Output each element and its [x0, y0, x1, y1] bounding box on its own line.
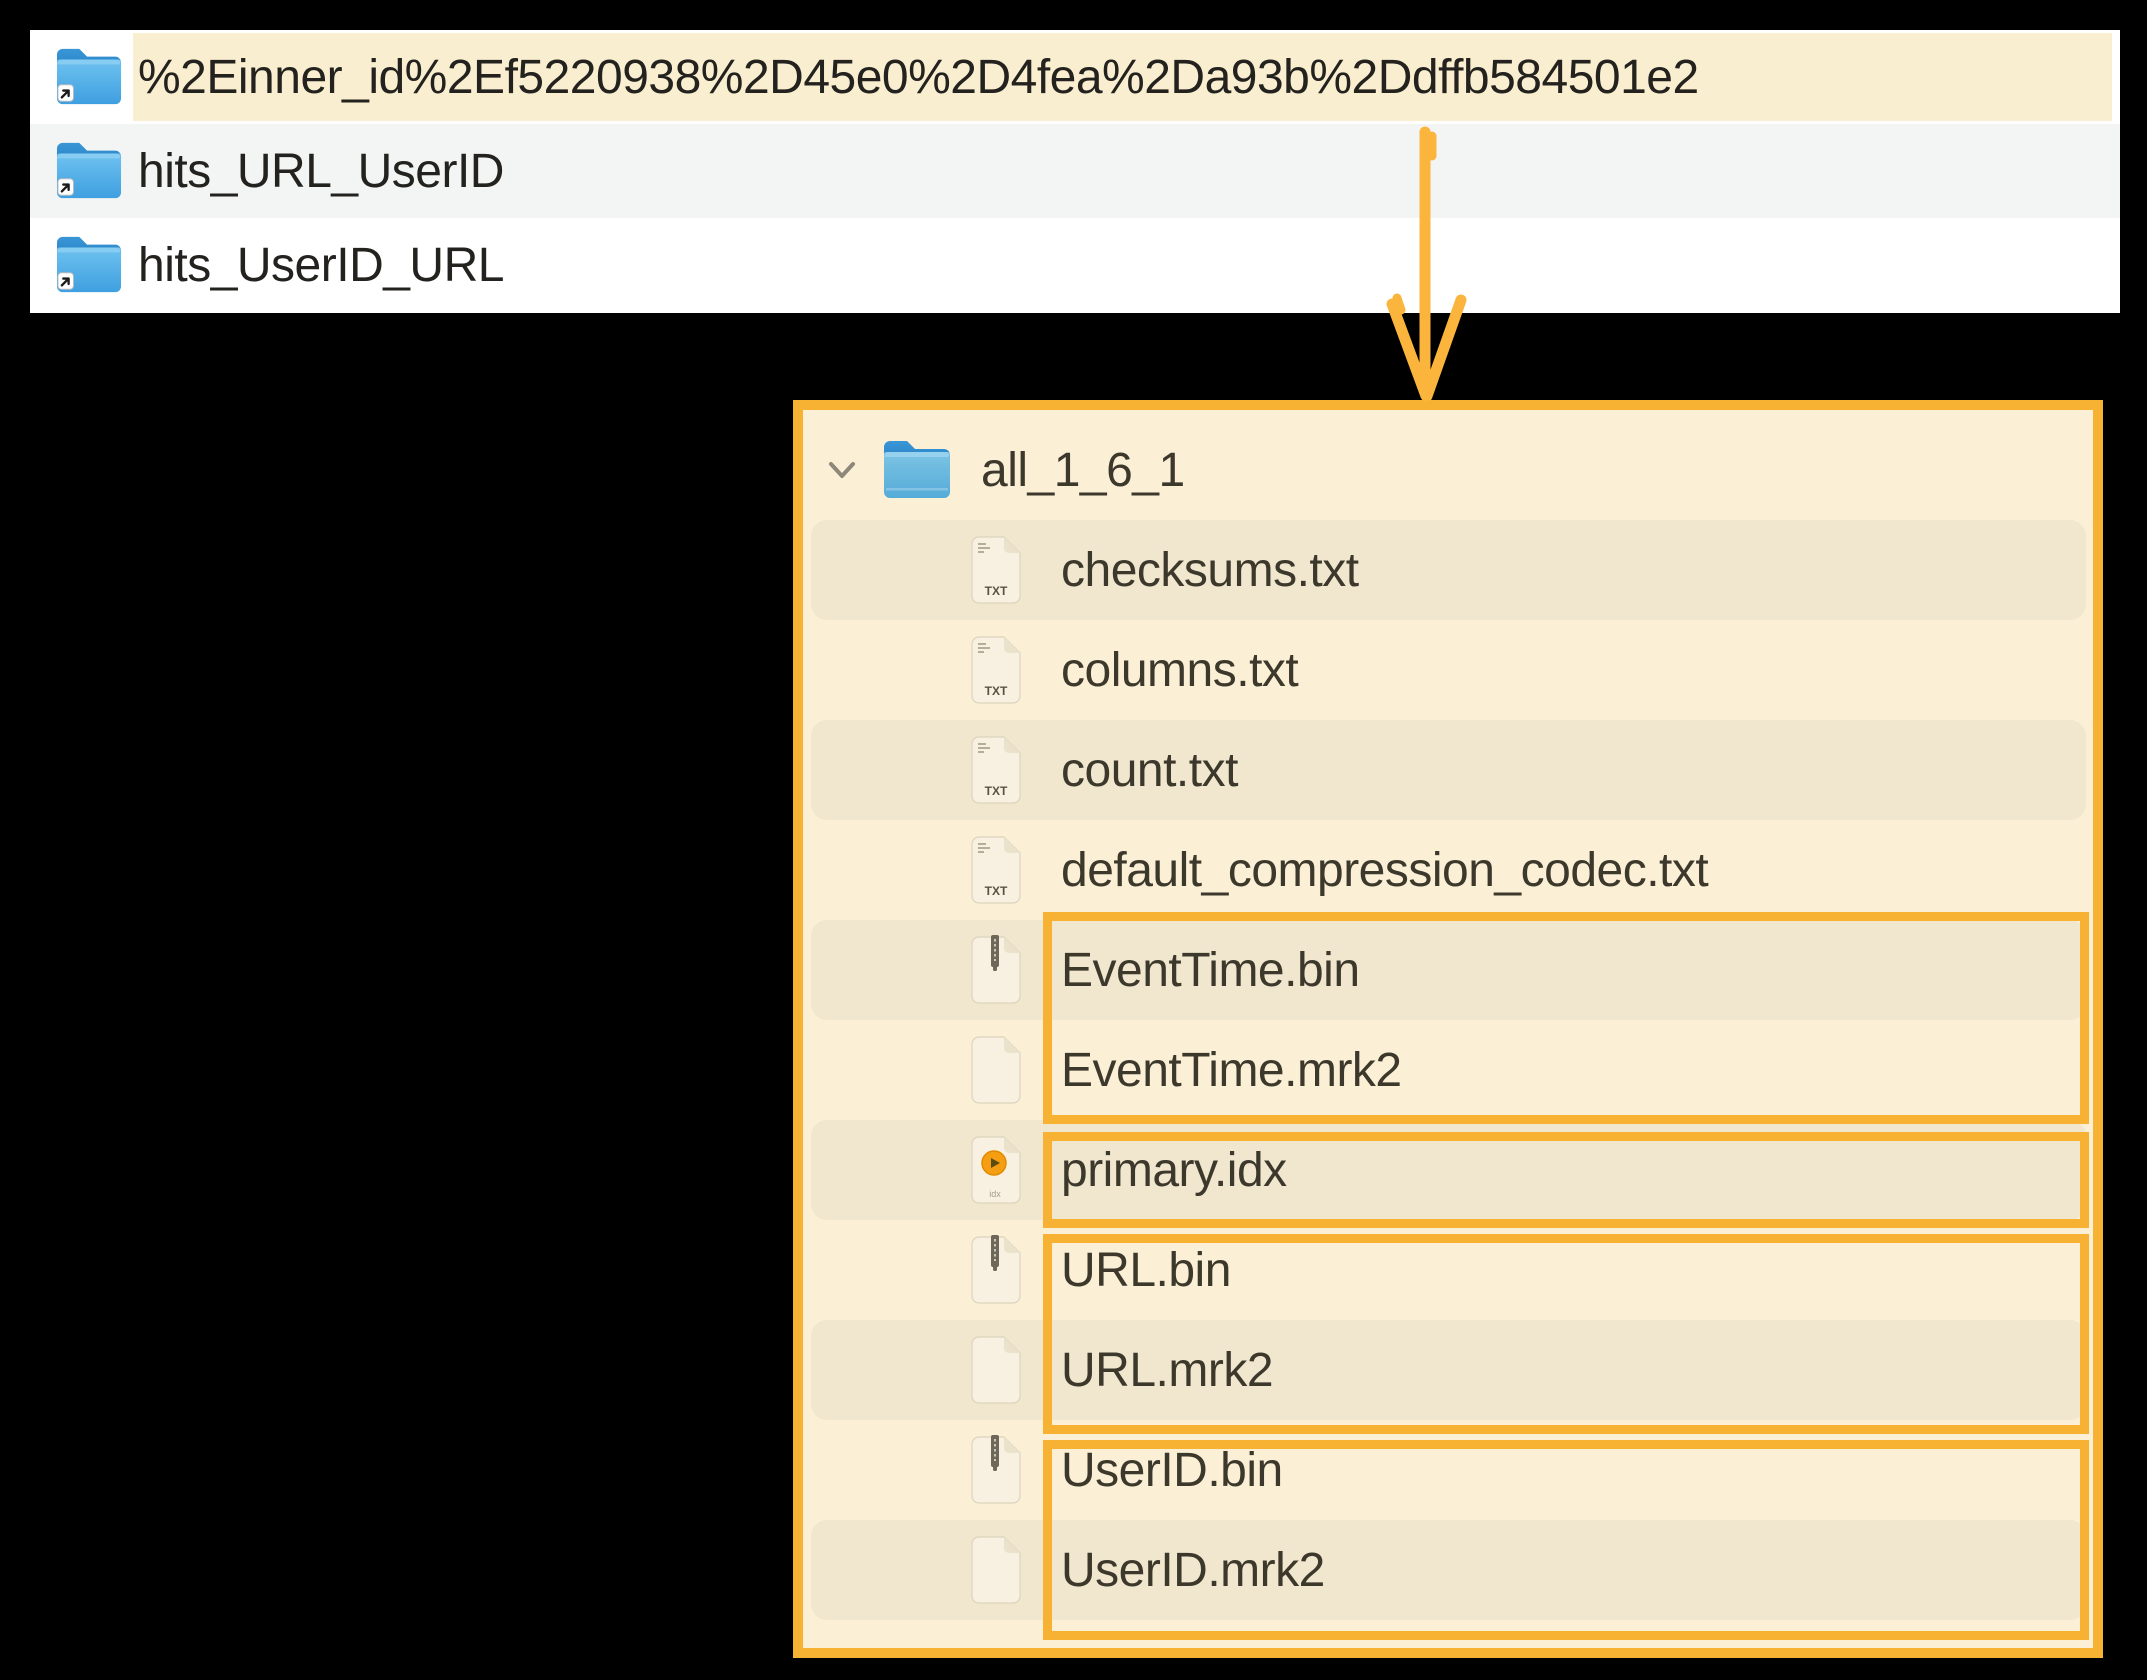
folder-tree: all_1_6_1 TXT checksums.txt TXT columns.… [803, 420, 2093, 1620]
file-name: URL.bin [1061, 1243, 1231, 1297]
tree-row-file[interactable]: EventTime.bin [811, 920, 2086, 1020]
data-part-panel: all_1_6_1 TXT checksums.txt TXT columns.… [793, 400, 2103, 1658]
txt-file-icon: TXT [967, 735, 1025, 805]
finder-row-inner-id[interactable]: %2Einner_id%2Ef5220938%2D45e0%2D4fea%2Da… [30, 30, 2120, 124]
folder-icon [884, 441, 950, 498]
tree-row-file[interactable]: TXT checksums.txt [811, 520, 2086, 620]
tree-row-file[interactable]: TXT count.txt [811, 720, 2086, 820]
bin-file-icon [967, 935, 1025, 1005]
tree-row-file[interactable]: UserID.mrk2 [811, 1520, 2086, 1620]
tree-row-file[interactable]: TXT columns.txt [811, 620, 2086, 720]
txt-file-icon: TXT [967, 835, 1025, 905]
tree-row-file[interactable]: URL.mrk2 [811, 1320, 2086, 1420]
bin-file-icon [967, 1235, 1025, 1305]
finder-row-hits-userid-url[interactable]: hits_UserID_URL [30, 218, 2120, 312]
folder-alias-icon [55, 141, 123, 200]
svg-text:TXT: TXT [985, 684, 1008, 698]
chevron-down-icon[interactable] [827, 458, 857, 482]
tree-row-file[interactable]: URL.bin [811, 1220, 2086, 1320]
file-name: columns.txt [1061, 643, 1299, 697]
svg-text:TXT: TXT [985, 584, 1008, 598]
tree-row-file[interactable]: idx primary.idx [811, 1120, 2086, 1220]
file-name: default_compression_codec.txt [1061, 843, 1709, 897]
mrk2-file-icon [967, 1535, 1025, 1605]
pointer-arrow [1386, 126, 1467, 402]
mrk2-file-icon [967, 1335, 1025, 1405]
tree-row-file[interactable]: EventTime.mrk2 [811, 1020, 2086, 1120]
file-name: UserID.mrk2 [1061, 1543, 1325, 1597]
row-highlight [133, 33, 2112, 121]
folder-alias-icon [55, 235, 123, 294]
file-name: URL.mrk2 [1061, 1343, 1274, 1397]
folder-name: %2Einner_id%2Ef5220938%2D45e0%2D4fea%2Da… [138, 50, 1699, 104]
folder-name: all_1_6_1 [981, 443, 1185, 497]
folder-name: hits_URL_UserID [138, 144, 504, 198]
mrk2-file-icon [967, 1035, 1025, 1105]
tree-row-folder[interactable]: all_1_6_1 [811, 420, 2086, 520]
file-name: EventTime.bin [1061, 943, 1360, 997]
svg-text:TXT: TXT [985, 884, 1008, 898]
file-name: count.txt [1061, 743, 1238, 797]
file-name: checksums.txt [1061, 543, 1359, 597]
svg-text:idx: idx [989, 1189, 1001, 1199]
bin-file-icon [967, 1435, 1025, 1505]
file-name: UserID.bin [1061, 1443, 1283, 1497]
tree-row-file[interactable]: TXT default_compression_codec.txt [811, 820, 2086, 920]
file-name: primary.idx [1061, 1143, 1287, 1197]
svg-text:TXT: TXT [985, 784, 1008, 798]
tree-row-file[interactable]: UserID.bin [811, 1420, 2086, 1520]
txt-file-icon: TXT [967, 535, 1025, 605]
folder-alias-icon [55, 47, 123, 106]
finder-row-hits-url-userid[interactable]: hits_URL_UserID [30, 124, 2120, 218]
file-name: EventTime.mrk2 [1061, 1043, 1402, 1097]
idx-file-icon: idx [967, 1135, 1025, 1205]
txt-file-icon: TXT [967, 635, 1025, 705]
folder-name: hits_UserID_URL [138, 238, 504, 292]
finder-list-panel: %2Einner_id%2Ef5220938%2D45e0%2D4fea%2Da… [30, 30, 2120, 313]
